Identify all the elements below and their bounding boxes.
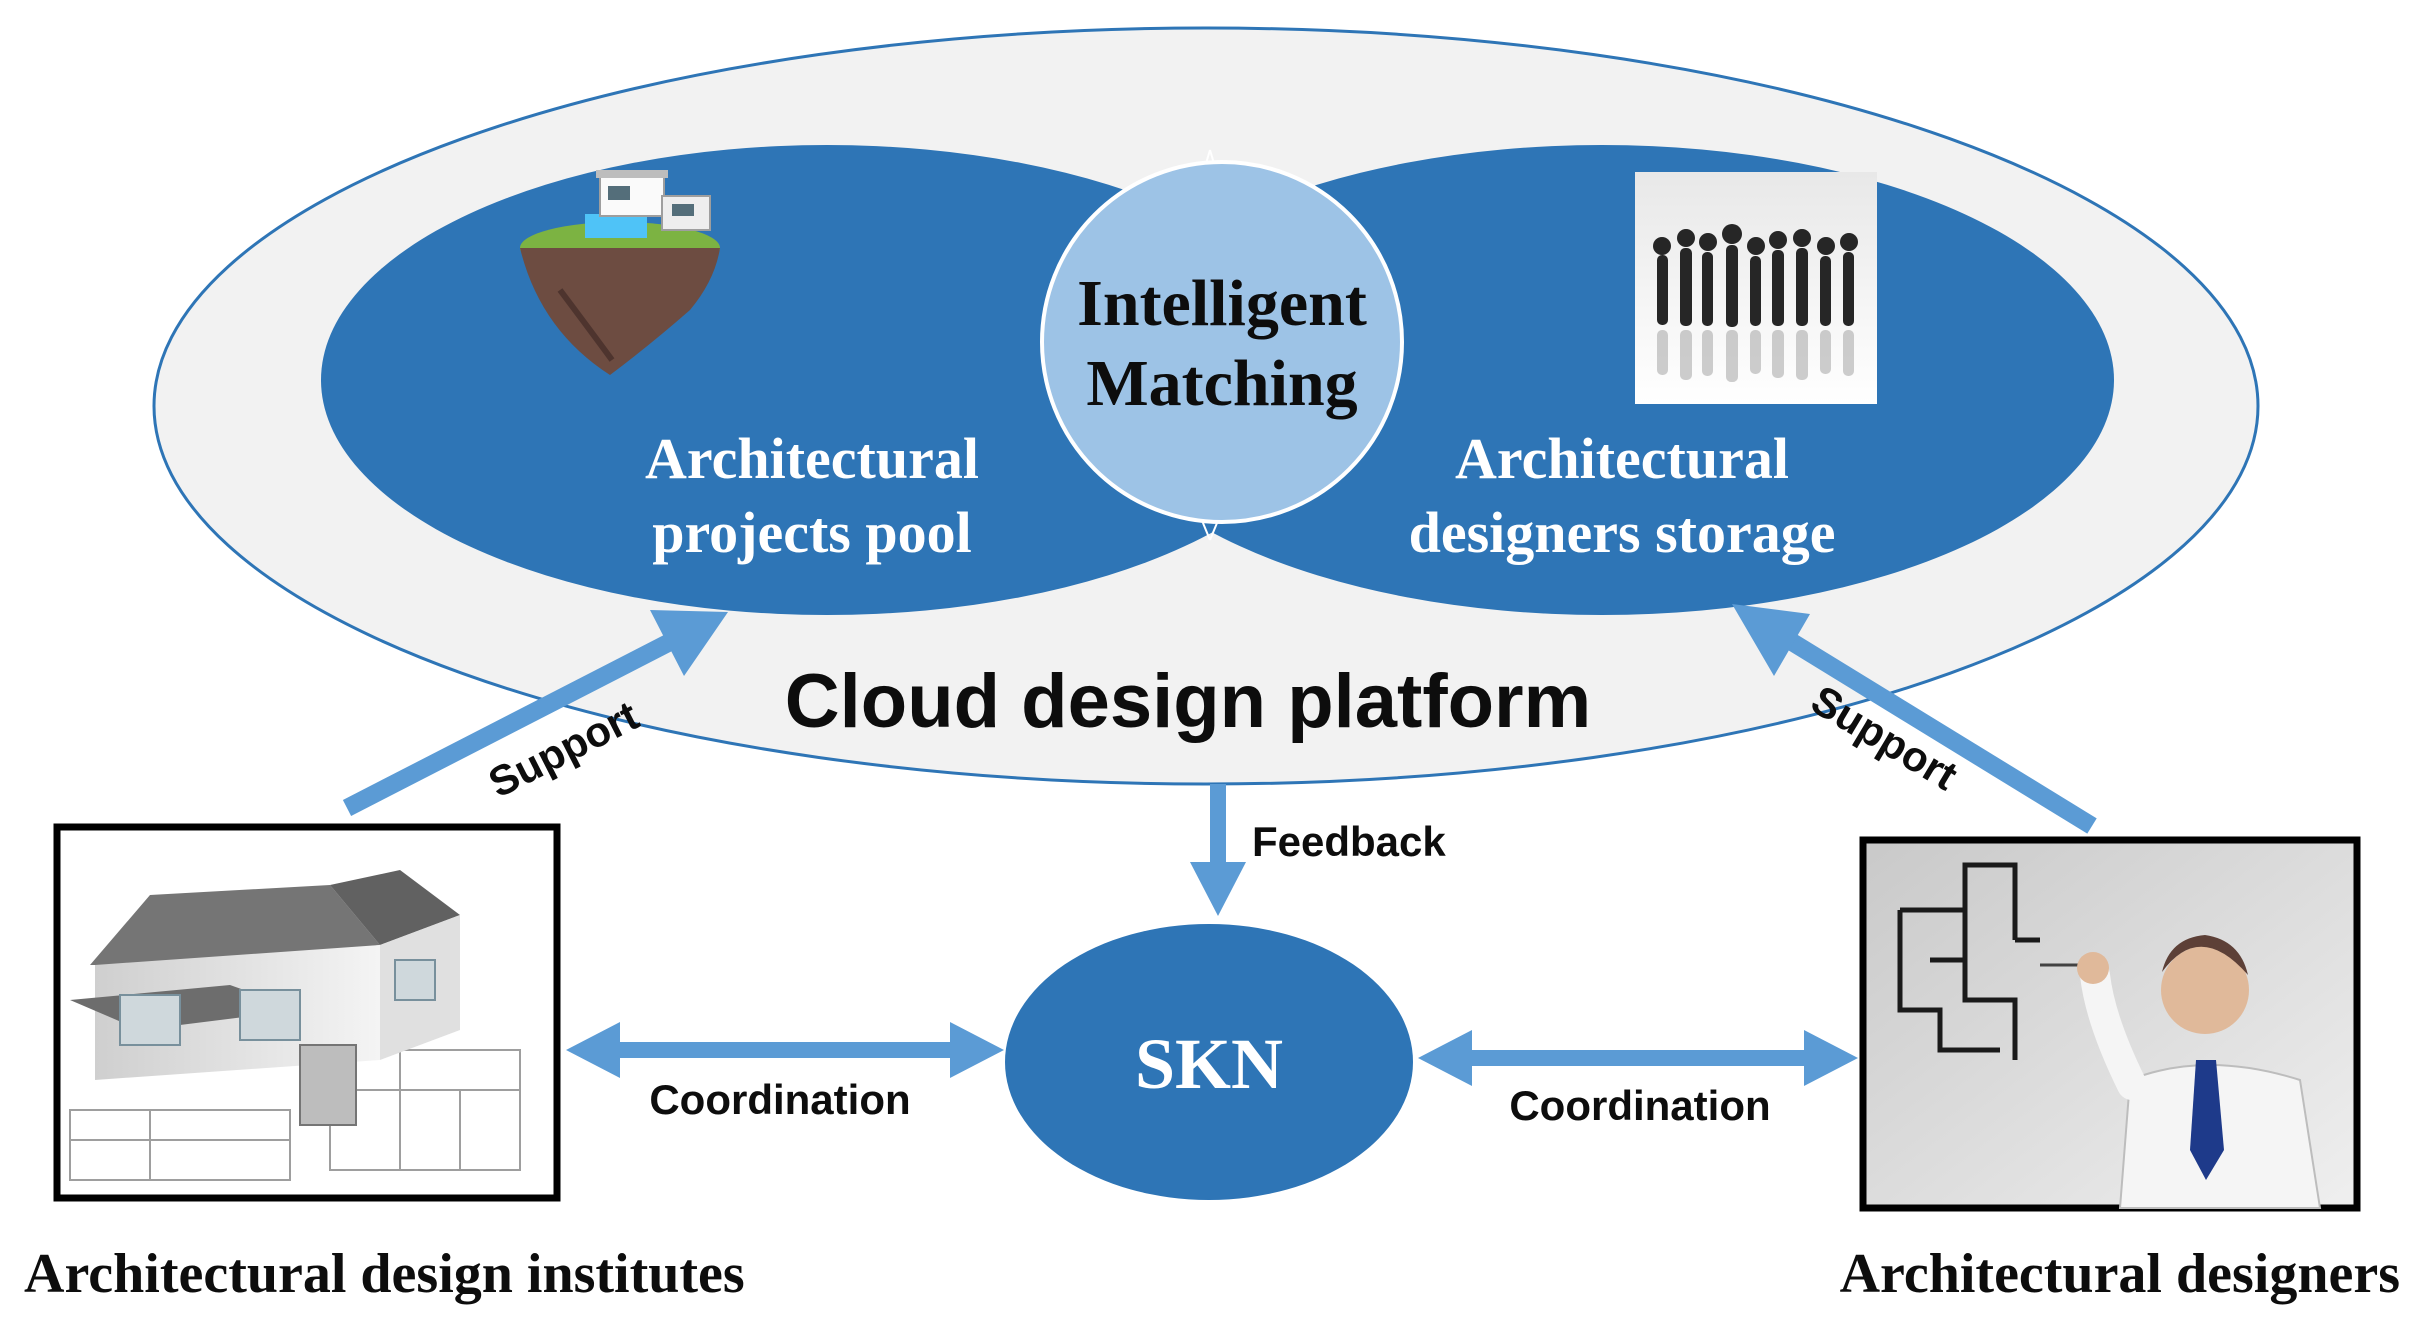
coordination-label-right: Coordination — [1509, 1082, 1770, 1129]
designers-caption: Architectural designers — [1840, 1243, 2400, 1305]
coordination-arrow-left — [566, 1022, 1004, 1078]
projects-pool-label-line1: Architectural — [645, 426, 979, 491]
feedback-arrow — [1190, 784, 1246, 916]
matching-label-line1: Intelligent — [1077, 267, 1367, 340]
feedback-label: Feedback — [1252, 818, 1446, 865]
platform-title: Cloud design platform — [785, 659, 1591, 744]
people-silhouettes-icon — [1635, 172, 1877, 404]
designers-pool-label-line1: Architectural — [1455, 426, 1789, 491]
designer-drawing-icon — [1859, 836, 2361, 1212]
skn-hub-label: SKN — [1135, 1024, 1283, 1104]
coordination-label-left: Coordination — [649, 1076, 910, 1123]
support-arrow-left — [342, 610, 728, 817]
projects-pool-label-line2: projects pool — [652, 500, 972, 565]
matching-label-line2: Matching — [1086, 347, 1357, 420]
support-arrow-right — [1732, 604, 2097, 834]
designers-pool-label-line2: designers storage — [1409, 500, 1836, 565]
skn-hub-ellipse — [1005, 924, 1413, 1200]
institutes-caption: Architectural design institutes — [24, 1243, 745, 1305]
house-blueprint-icon — [53, 823, 561, 1202]
coordination-arrow-right — [1418, 1030, 1858, 1086]
intelligent-matching-circle — [1040, 160, 1404, 524]
support-label-left: Support — [481, 692, 646, 807]
floating-house-island-icon — [520, 170, 720, 375]
